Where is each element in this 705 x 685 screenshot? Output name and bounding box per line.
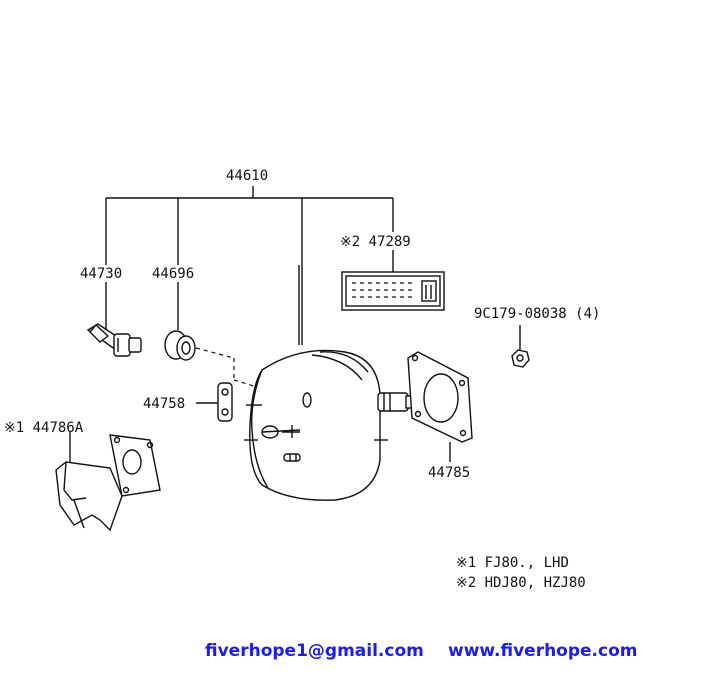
part-label-bracket: ※1 44786A bbox=[4, 420, 84, 436]
bracket-part bbox=[55, 432, 161, 532]
clevis-part bbox=[196, 382, 233, 422]
gasket-part bbox=[407, 351, 473, 462]
check-valve-part bbox=[86, 323, 142, 357]
label-plate-part bbox=[341, 271, 445, 311]
part-label-check-valve: 44730 bbox=[80, 266, 122, 282]
grommet-part bbox=[164, 330, 301, 401]
contact-email[interactable]: fiverhope1@gmail.com bbox=[205, 641, 424, 661]
part-label-clevis: 44758 bbox=[143, 396, 185, 412]
part-label-assembly: 44610 bbox=[226, 168, 268, 184]
part-label-nut: 9C179-08038 (4) bbox=[474, 306, 600, 322]
note-lhd: ※1 FJ80., LHD bbox=[456, 555, 569, 571]
nut-part bbox=[511, 325, 530, 368]
note-hdj80: ※2 HDJ80, HZJ80 bbox=[456, 575, 586, 591]
assembly-leader-lines bbox=[105, 186, 394, 345]
part-label-label-plate: ※2 47289 bbox=[340, 234, 411, 250]
part-label-gasket: 44785 bbox=[428, 465, 470, 481]
brake-booster-part bbox=[244, 349, 417, 501]
part-label-grommet: 44696 bbox=[152, 266, 194, 282]
contact-website[interactable]: www.fiverhope.com bbox=[448, 641, 638, 661]
